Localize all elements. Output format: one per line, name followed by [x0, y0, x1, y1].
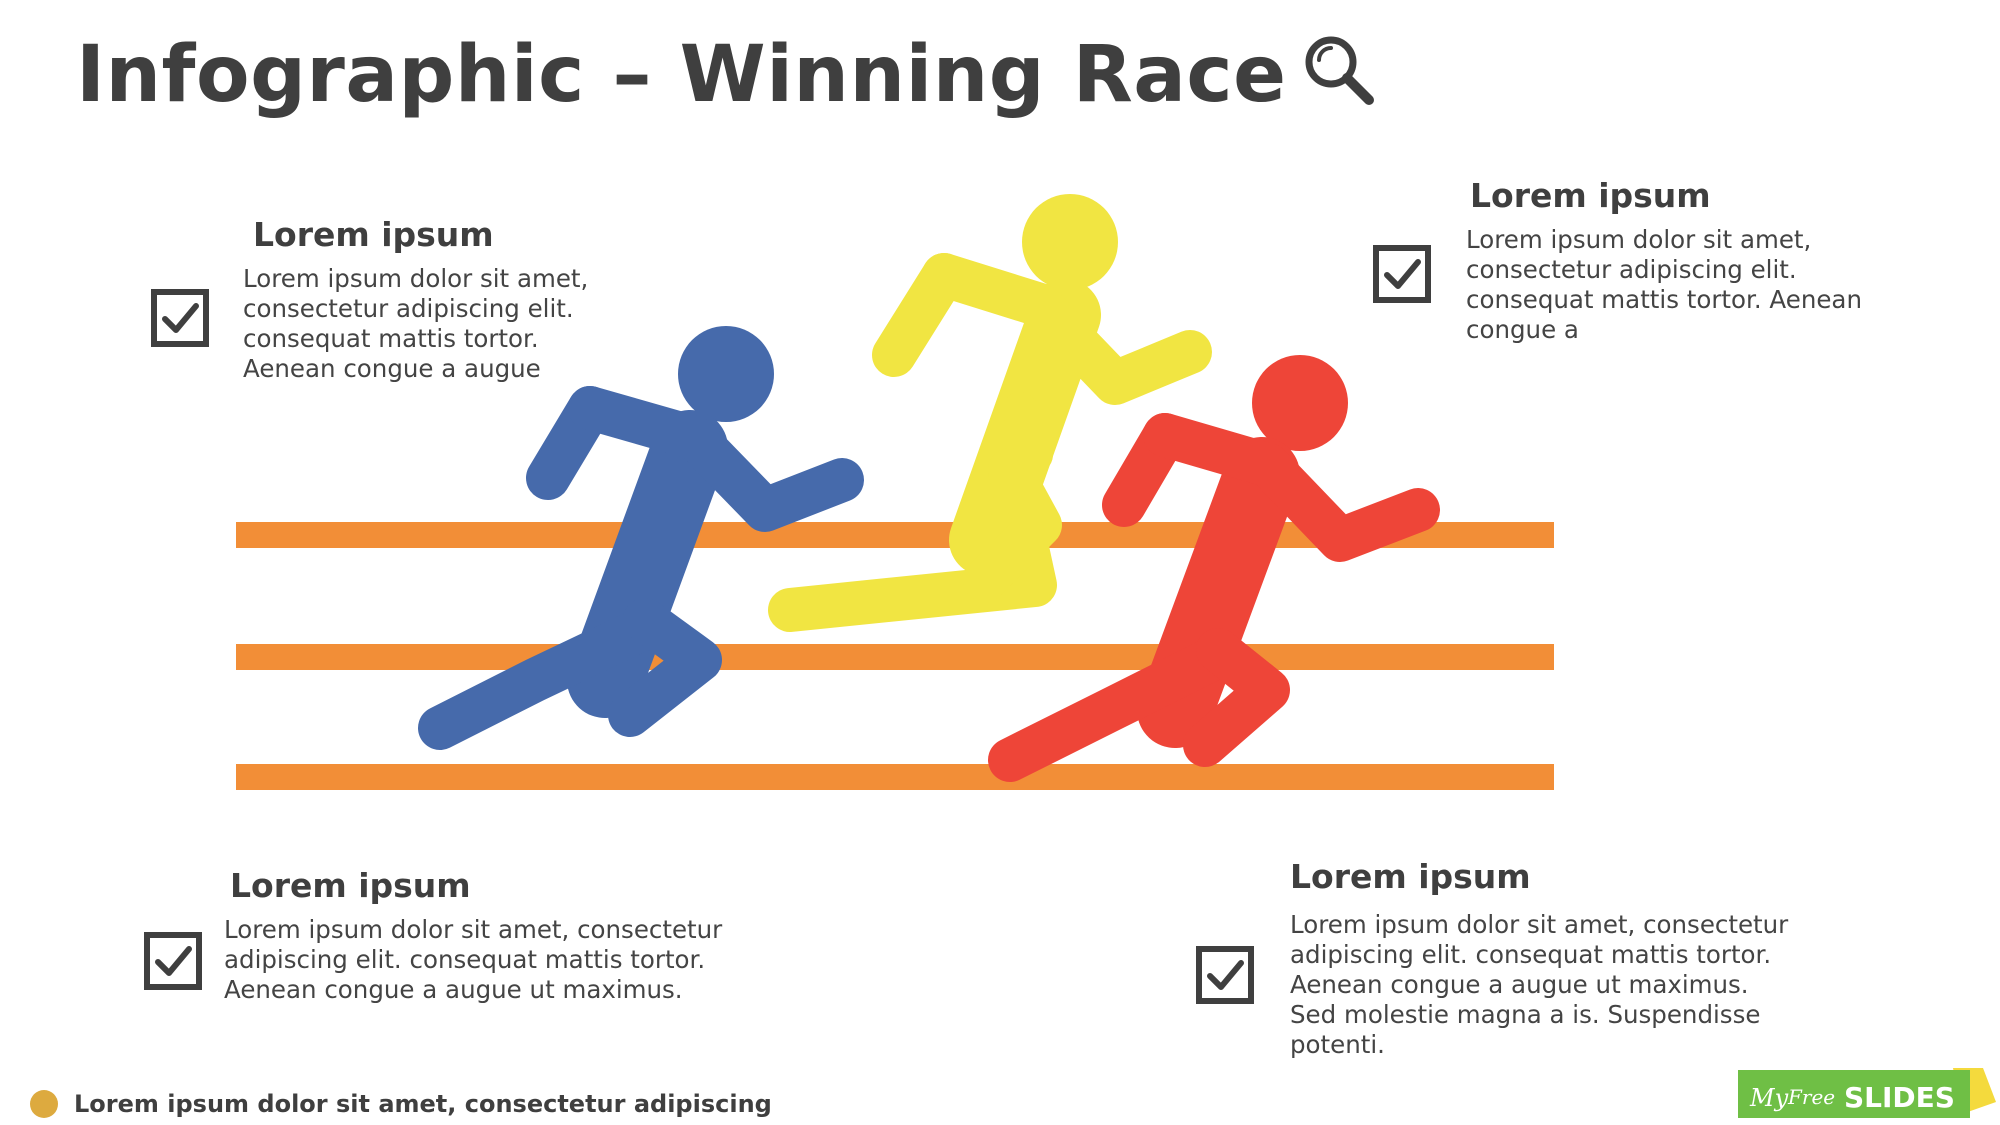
track-line-bottom	[236, 764, 1554, 790]
checkbox-checked-icon	[151, 289, 209, 347]
logo-slides: SLIDES	[1844, 1081, 1955, 1114]
info-block-body: Lorem ipsum dolor sit amet, consectetur …	[224, 915, 723, 1004]
info-block-body: Lorem ipsum dolor sit amet, consectetur …	[1290, 910, 1789, 1059]
info-block-heading: Lorem ipsum	[1470, 176, 1711, 215]
info-block-body: Lorem ipsum dolor sit amet, consectetur …	[243, 264, 589, 383]
info-block-bottom-right: Lorem ipsum Lorem ipsum dolor sit amet, …	[1290, 857, 1790, 1060]
footer-bullet-dot	[30, 1090, 58, 1118]
runner-red-icon	[988, 355, 1440, 782]
info-block-top-right: Lorem ipsum Lorem ipsum dolor sit amet, …	[1466, 176, 1926, 345]
info-block-bottom-left: Lorem ipsum Lorem ipsum dolor sit amet, …	[224, 866, 784, 1005]
checkbox-checked-icon	[1373, 245, 1431, 303]
checkbox-checked-icon	[1196, 946, 1254, 1004]
runner-yellow-icon	[768, 194, 1212, 632]
magnifier-icon	[1301, 32, 1377, 127]
info-block-body: Lorem ipsum dolor sit amet, consectetur …	[1466, 225, 1862, 344]
myfreeslides-logo: My Free SLIDES	[1738, 1068, 1996, 1118]
info-block-top-left: Lorem ipsum Lorem ipsum dolor sit amet, …	[243, 215, 603, 384]
footer: Lorem ipsum dolor sit amet, consectetur …	[30, 1090, 772, 1118]
info-block-heading: Lorem ipsum	[253, 215, 494, 254]
page-title-text: Infographic – Winning Race	[76, 30, 1287, 120]
info-block-heading: Lorem ipsum	[1290, 857, 1531, 896]
track-line-middle	[236, 644, 1554, 670]
info-block-heading: Lorem ipsum	[230, 866, 471, 905]
logo-free: Free	[1787, 1085, 1835, 1109]
runner-blue-icon	[418, 326, 864, 750]
footer-text: Lorem ipsum dolor sit amet, consectetur …	[74, 1090, 772, 1118]
checkbox-checked-icon	[144, 932, 202, 990]
logo-my: My	[1749, 1084, 1789, 1112]
page-title: Infographic – Winning Race	[76, 30, 1377, 127]
